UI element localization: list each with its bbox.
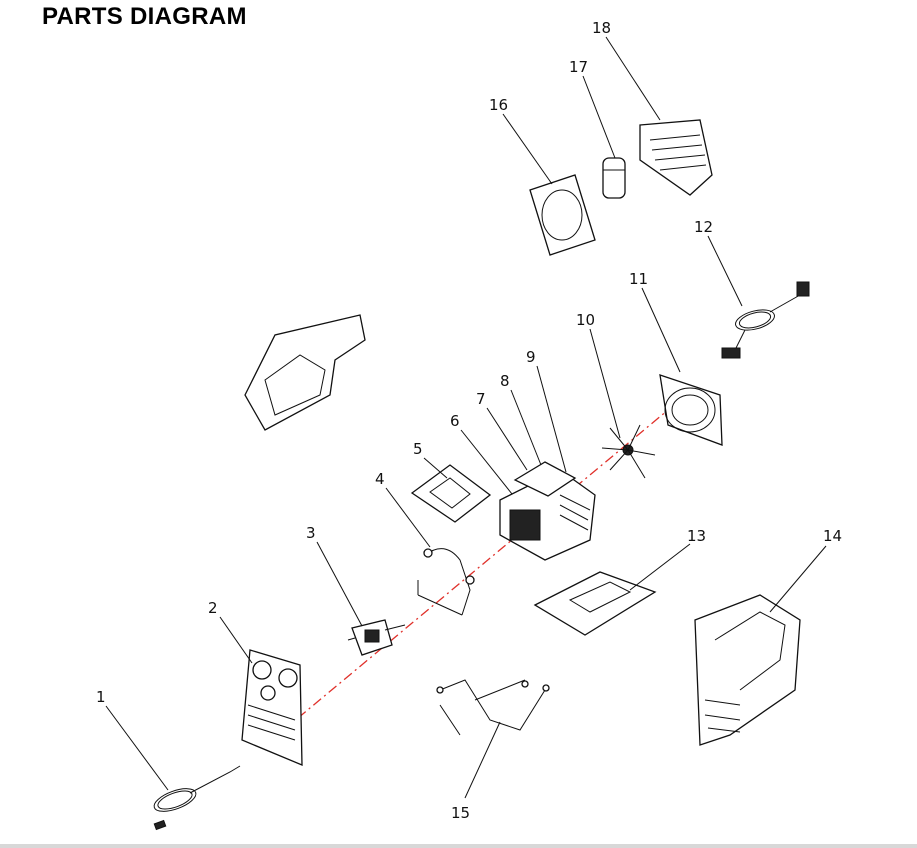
motor-assembly-6-9 — [499, 461, 596, 561]
callout-17: 17 — [569, 58, 588, 76]
callout-1: 1 — [96, 688, 106, 706]
callout-2: 2 — [208, 599, 218, 617]
callout-14: 14 — [823, 527, 842, 545]
callout-9: 9 — [526, 348, 536, 366]
callout-5: 5 — [413, 440, 423, 458]
callout-13: 13 — [687, 527, 706, 545]
part-10-fan — [601, 424, 656, 479]
part-15-hose — [436, 679, 550, 736]
part-14-right-housing — [694, 594, 801, 746]
bottom-divider — [0, 844, 917, 848]
part-3-valve — [347, 619, 406, 656]
part-4-tube — [417, 548, 475, 616]
callout-6: 6 — [450, 412, 460, 430]
callout-3: 3 — [306, 524, 316, 542]
callout-4: 4 — [375, 470, 385, 488]
part-16-frame — [529, 174, 596, 256]
callout-15: 15 — [451, 804, 470, 822]
part-12-power-cord — [721, 281, 810, 359]
callout-11: 11 — [629, 270, 648, 288]
left-housing — [244, 314, 366, 431]
callout-10: 10 — [576, 311, 595, 329]
callout-7: 7 — [476, 390, 486, 408]
part-11-shroud — [659, 374, 723, 446]
callout-16: 16 — [489, 96, 508, 114]
callout-12: 12 — [694, 218, 713, 236]
part-1-cable — [153, 765, 241, 831]
callout-18: 18 — [592, 19, 611, 37]
part-17-capacitor — [602, 157, 626, 199]
part-13-base-plate — [533, 571, 657, 636]
part-5-plate — [410, 464, 492, 523]
part-18-grille-cover — [639, 119, 713, 196]
callout-8: 8 — [500, 372, 510, 390]
leader-lines — [105, 36, 827, 799]
page-title: PARTS DIAGRAM — [42, 3, 247, 30]
assembly-axis-line — [297, 409, 669, 719]
part-2-front-panel — [241, 649, 303, 766]
